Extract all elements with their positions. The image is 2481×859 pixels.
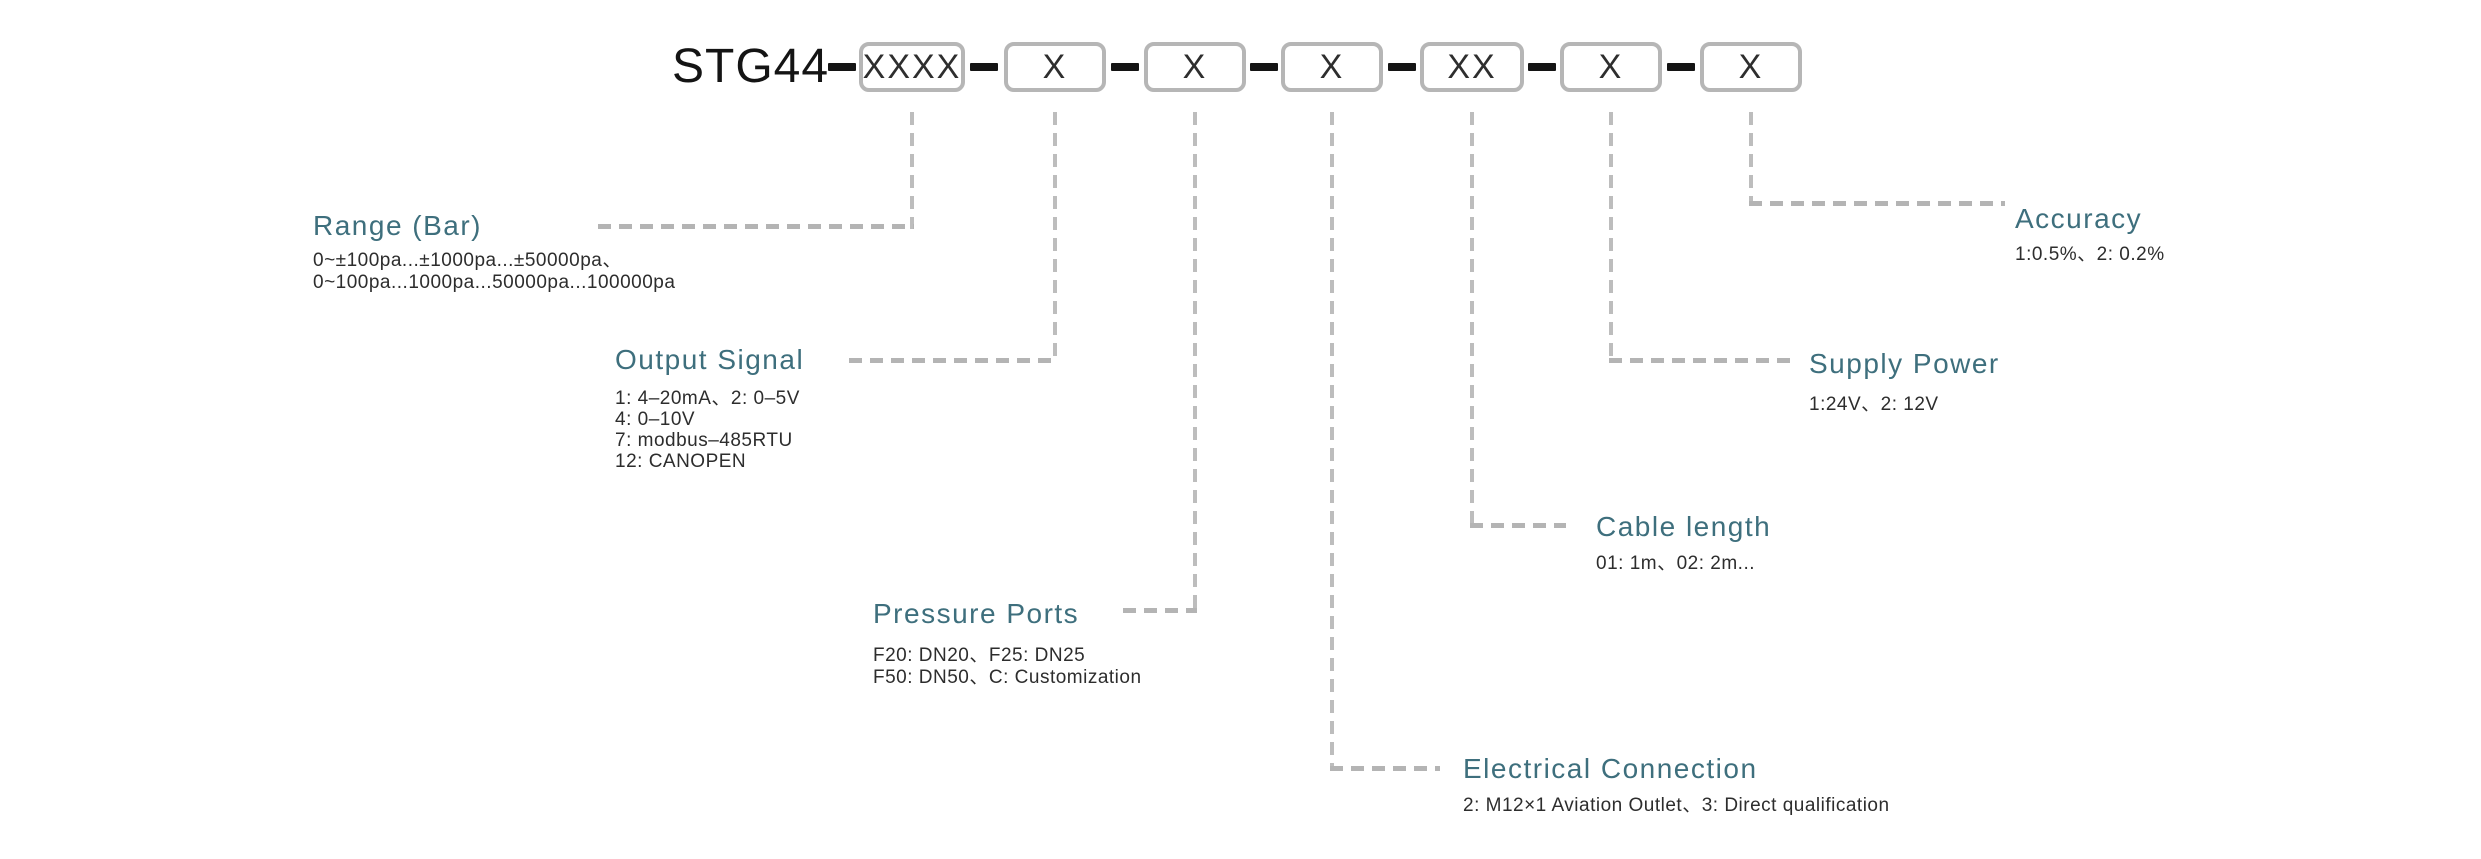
pressure-ports-details: F20: DN20、F25: DN25 F50: DN50、C: Customi…: [873, 645, 1142, 689]
electrical-connection-details: 2: M12×1 Aviation Outlet、3: Direct quali…: [1463, 795, 1890, 817]
code-separator-dash: [828, 63, 856, 71]
electrical-connection-title: Electrical Connection: [1463, 753, 1758, 784]
code-box-pressure-ports-text: X: [1182, 47, 1208, 86]
connector-cable-length-vertical: [1470, 112, 1474, 528]
connector-cable-length-horizontal: [1470, 523, 1566, 528]
code-box-cable-length-text: XX: [1447, 47, 1497, 86]
code-box-range-text: XXXX: [862, 47, 962, 86]
product-code-prefix: STG44: [672, 40, 830, 93]
supply-power-details-line: 1:24V、2: 12V: [1809, 394, 1939, 415]
cable-length-details: 01: 1m、02: 2m...: [1596, 553, 1755, 575]
code-separator-dash: [1111, 63, 1139, 71]
connector-electrical-connection-horizontal: [1330, 766, 1440, 771]
code-separator-dash: [1528, 63, 1556, 71]
code-box-output-signal: X: [1004, 42, 1106, 92]
code-box-supply-power: X: [1560, 42, 1662, 92]
electrical-connection-details-line: 2: M12×1 Aviation Outlet、3: Direct quali…: [1463, 795, 1890, 816]
connector-pressure-ports-horizontal: [1123, 608, 1197, 613]
connector-accuracy-vertical: [1749, 112, 1753, 206]
output-signal-details-line: 7: modbus–485RTU: [615, 430, 793, 451]
connector-pressure-ports-vertical: [1193, 112, 1197, 613]
connector-supply-power-vertical: [1609, 112, 1613, 363]
connector-accuracy-horizontal: [1749, 201, 2005, 206]
code-box-electrical-connection-text: X: [1319, 47, 1345, 86]
range-details-line: 0~100pa...1000pa...50000pa...100000pa: [313, 272, 676, 293]
connector-supply-power-horizontal: [1609, 358, 1795, 363]
code-box-accuracy: X: [1700, 42, 1802, 92]
code-box-cable-length: XX: [1420, 42, 1524, 92]
cable-length-details-line: 01: 1m、02: 2m...: [1596, 553, 1756, 574]
code-box-electrical-connection: X: [1281, 42, 1383, 92]
supply-power-title: Supply Power: [1809, 348, 2000, 379]
connector-output-signal-vertical: [1053, 112, 1057, 363]
output-signal-details: 1: 4–20mA、2: 0–5V 4: 0–10V 7: modbus–485…: [615, 388, 800, 472]
output-signal-title: Output Signal: [615, 344, 805, 375]
range-title: Range (Bar): [313, 210, 483, 241]
output-signal-details-line: 1: 4–20mA、2: 0–5V: [615, 388, 800, 409]
pressure-ports-details-line: F20: DN20、F25: DN25: [873, 645, 1086, 666]
code-box-output-signal-text: X: [1042, 47, 1068, 86]
code-separator-dash: [970, 63, 998, 71]
code-box-pressure-ports: X: [1144, 42, 1246, 92]
connector-range-vertical: [910, 112, 914, 229]
range-details-line: 0~±100pa...±1000pa...±50000pa、: [313, 250, 622, 271]
pressure-ports-details-line: F50: DN50、C: Customization: [873, 667, 1142, 688]
output-signal-details-line: 12: CANOPEN: [615, 451, 747, 472]
code-separator-dash: [1250, 63, 1278, 71]
accuracy-title: Accuracy: [2015, 203, 2143, 234]
range-details: 0~±100pa...±1000pa...±50000pa、 0~100pa..…: [313, 250, 675, 294]
connector-range-horizontal: [598, 224, 914, 229]
code-separator-dash: [1667, 63, 1695, 71]
cable-length-title: Cable length: [1596, 511, 1772, 542]
connector-electrical-connection-vertical: [1330, 112, 1334, 771]
accuracy-details-line: 1:0.5%、2: 0.2%: [2015, 244, 2165, 265]
code-box-supply-power-text: X: [1598, 47, 1624, 86]
supply-power-details: 1:24V、2: 12V: [1809, 394, 1939, 416]
accuracy-details: 1:0.5%、2: 0.2%: [2015, 244, 2165, 266]
output-signal-details-line: 4: 0–10V: [615, 409, 696, 430]
connector-output-signal-horizontal: [849, 358, 1057, 363]
code-box-accuracy-text: X: [1738, 47, 1764, 86]
pressure-ports-title: Pressure Ports: [873, 598, 1080, 629]
code-box-range: XXXX: [859, 42, 965, 92]
code-separator-dash: [1388, 63, 1416, 71]
